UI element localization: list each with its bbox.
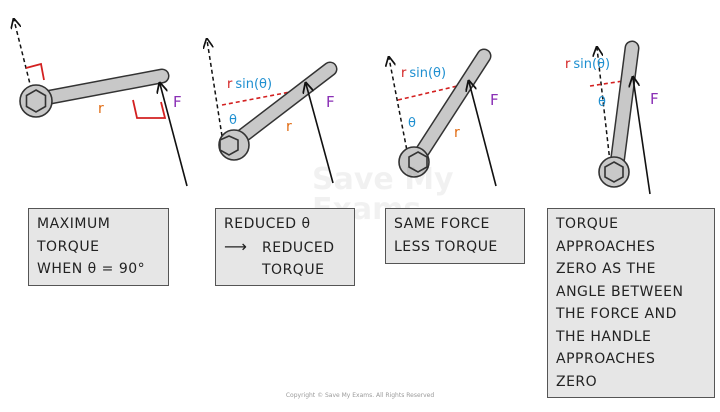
rsin-text: sin(θ)	[573, 57, 610, 72]
rsin-text: sin(θ)	[235, 77, 272, 92]
dashed-reference-line	[14, 20, 34, 97]
right-angle-marker	[25, 62, 45, 81]
caption-text: REDUCED	[262, 239, 335, 256]
caption-box-max-torque: MAXIMUM TORQUE WHEN θ = 90°	[28, 208, 169, 286]
theta-label: θ	[229, 113, 237, 128]
caption-line: THE FORCE AND	[556, 306, 677, 322]
rsin-r: r	[227, 77, 233, 92]
caption-line: MAXIMUM	[37, 216, 111, 232]
bolt-hexagon	[219, 135, 239, 156]
caption-box-less-torque: SAME FORCE LESS TORQUE	[385, 208, 525, 264]
dashed-reference-line	[597, 48, 611, 163]
wrench-handle	[412, 50, 490, 164]
force-label: F	[490, 91, 499, 109]
theta-label: θ	[598, 95, 606, 110]
caption-line: ZERO	[556, 373, 598, 390]
wrench-handle	[611, 42, 638, 170]
caption-box-reduced-torque: REDUCED θ ⟶ REDUCED TORQUE	[215, 208, 355, 286]
caption-line: ANGLE BETWEEN	[556, 283, 684, 300]
caption-line: APPROACHES	[556, 238, 656, 255]
rsin-r: r	[565, 57, 571, 72]
right-arrow-icon: ⟶	[224, 236, 248, 256]
rsin-r: r	[401, 66, 407, 81]
caption-text: TORQUE	[262, 262, 325, 278]
force-label: F	[173, 93, 182, 111]
r-label: r	[454, 125, 460, 141]
caption-line: TORQUE	[556, 216, 619, 232]
rsin-text: sin(θ)	[409, 66, 446, 81]
caption-box-approaching-zero: TORQUE APPROACHES ZERO AS THE ANGLE BETW…	[547, 208, 715, 398]
force-arrow	[633, 78, 651, 195]
force-arrow	[469, 82, 497, 187]
force-arrow	[160, 84, 188, 187]
wrench-handle	[34, 70, 168, 105]
caption-line: TORQUE	[37, 238, 100, 255]
copyright-notice: Copyright © Save My Exams. All Rights Re…	[285, 392, 435, 399]
panel-1-max-torque: r F	[14, 20, 188, 187]
caption-line: TORQUE	[224, 259, 346, 282]
caption-line: APPROACHES	[556, 351, 656, 367]
dashed-reference-line	[389, 58, 409, 157]
bolt-hexagon	[604, 161, 624, 183]
force-label: F	[650, 90, 659, 108]
force-label: F	[326, 93, 335, 111]
theta-label: θ	[408, 116, 416, 131]
rsin-dashed-line	[397, 82, 471, 101]
caption-line: REDUCED θ	[224, 216, 311, 232]
bolt-hexagon	[408, 151, 428, 173]
caption-line: ⟶ REDUCED	[224, 236, 346, 260]
r-label: r	[98, 101, 104, 117]
caption-line: WHEN θ = 90°	[37, 261, 146, 277]
force-arrow	[306, 84, 334, 184]
right-angle-marker	[132, 99, 167, 119]
caption-line: THE HANDLE	[556, 328, 652, 345]
caption-line: LESS TORQUE	[394, 238, 498, 255]
dashed-reference-line	[207, 40, 223, 137]
watermark-line-1: Save My	[312, 162, 454, 197]
bolt-hexagon	[25, 89, 47, 113]
r-label: r	[286, 119, 292, 135]
caption-line: ZERO AS THE	[556, 261, 656, 277]
watermark: Save My Exams	[312, 165, 454, 225]
caption-line: SAME FORCE	[394, 216, 490, 232]
